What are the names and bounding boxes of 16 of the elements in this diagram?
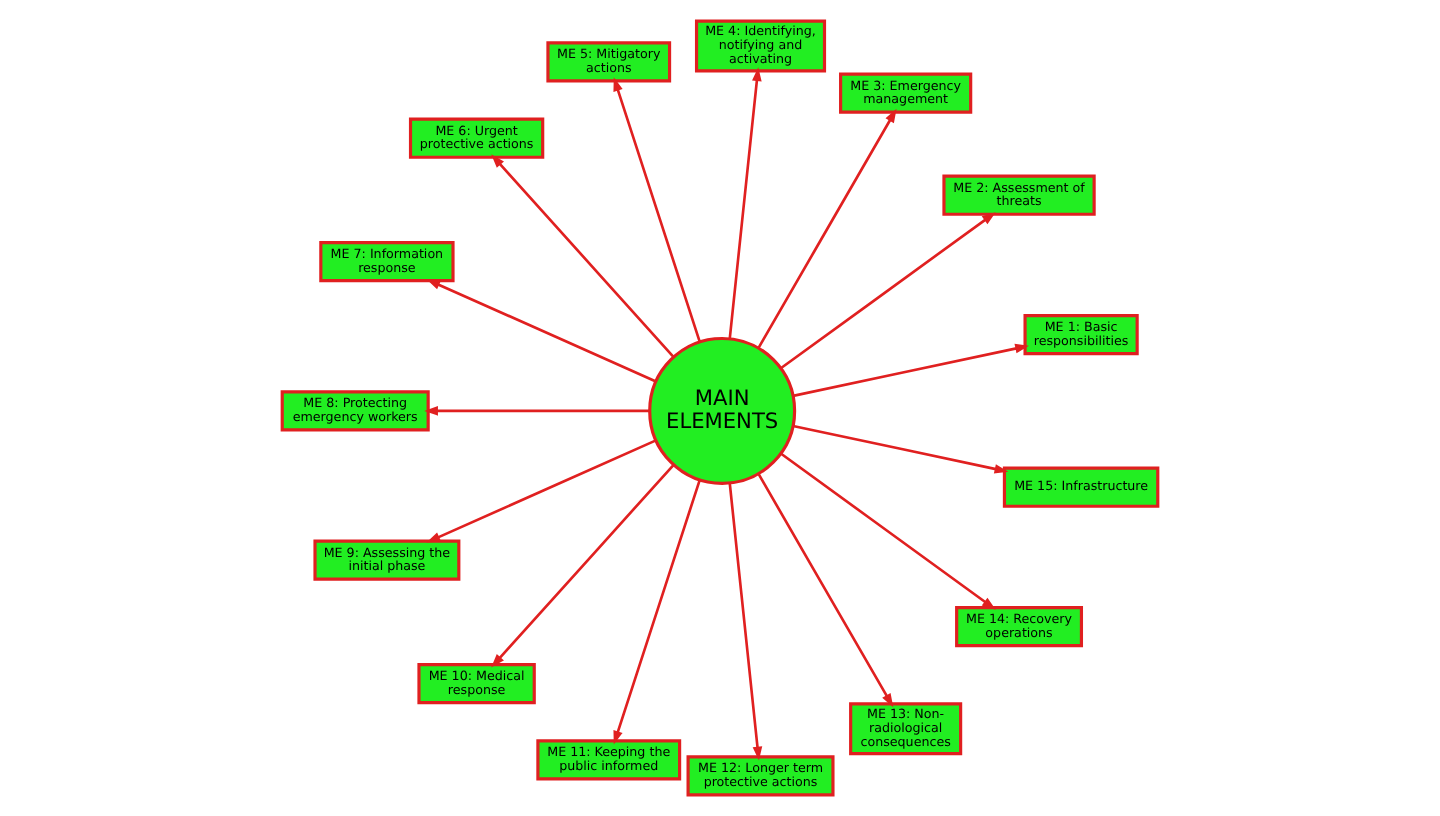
arrow xyxy=(757,108,897,349)
arrow xyxy=(780,212,996,370)
arrow xyxy=(424,406,650,416)
arrow xyxy=(728,67,762,339)
arrow xyxy=(491,154,675,358)
arrow xyxy=(757,473,894,708)
arrow xyxy=(728,482,763,761)
node-circle: MAIN ELEMENTS xyxy=(648,336,797,485)
arrow xyxy=(780,452,996,610)
arrow xyxy=(792,424,1009,474)
arrow xyxy=(426,279,657,383)
arrow xyxy=(491,463,675,668)
arrow xyxy=(792,343,1029,398)
arrow xyxy=(613,77,701,343)
arrow xyxy=(613,479,701,745)
arrow xyxy=(426,439,657,543)
